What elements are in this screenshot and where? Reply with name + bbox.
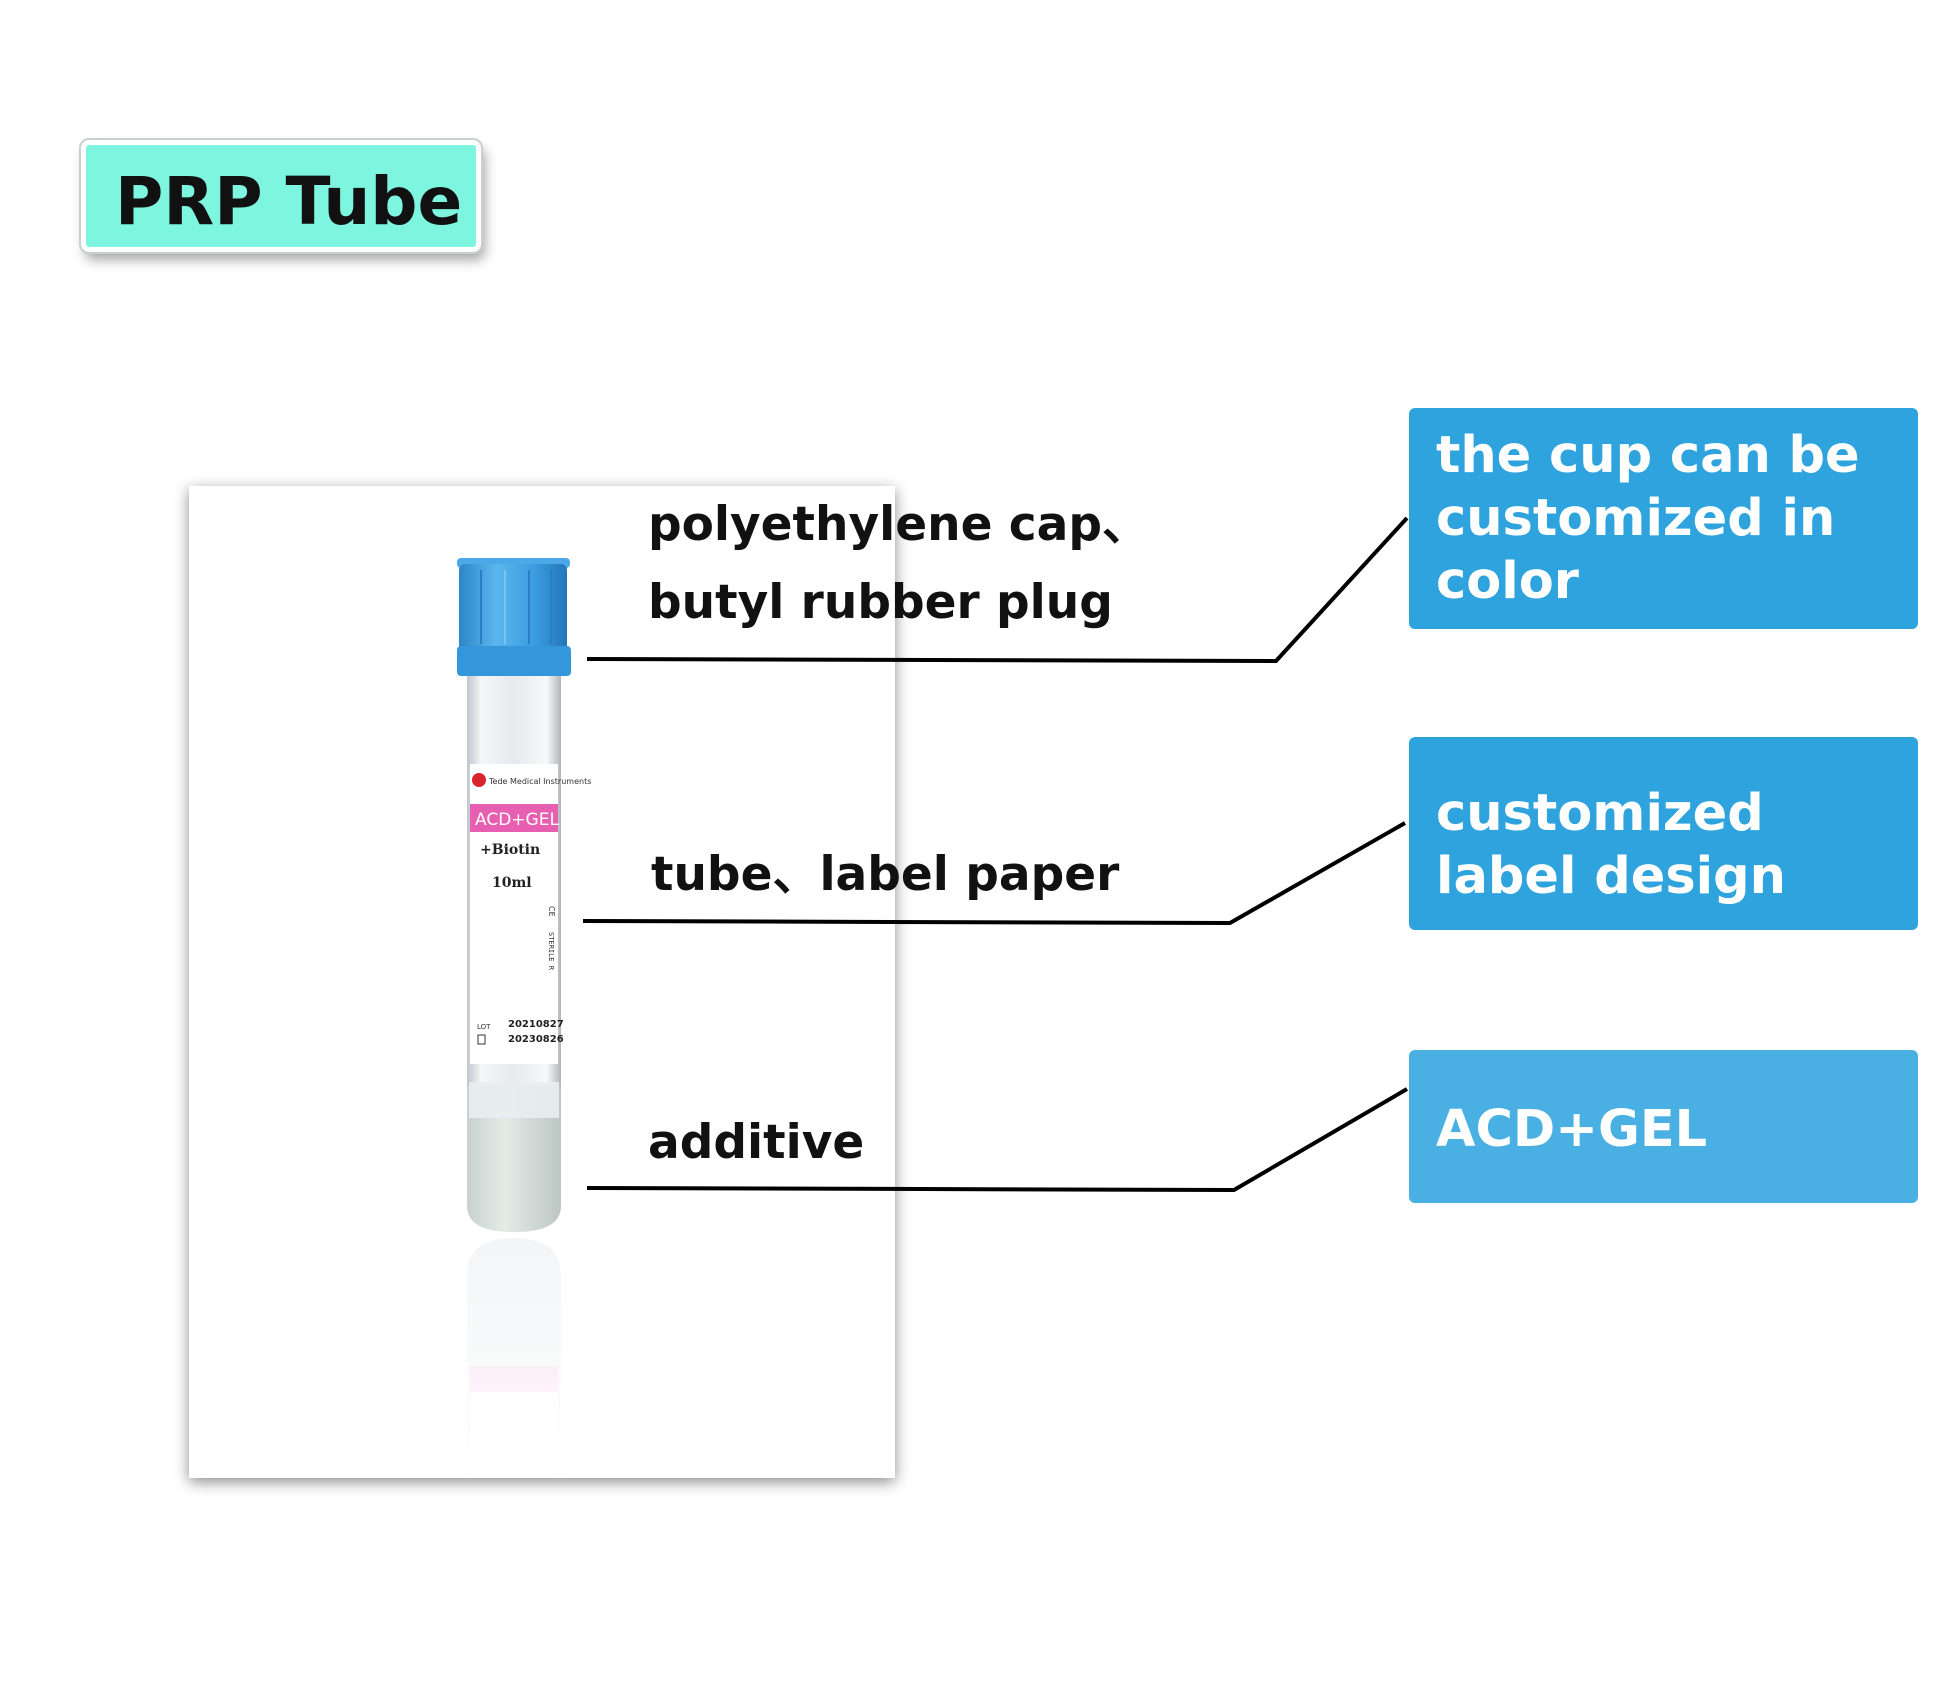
label-extra: +Biotin <box>480 842 540 858</box>
part-label-additive: additive <box>648 1115 865 1170</box>
tube-cap <box>457 558 571 676</box>
label-additive: ACD+GEL <box>475 810 559 830</box>
tube-reflection <box>189 1238 895 1478</box>
label-brand: Tede Medical Instruments <box>488 777 591 786</box>
part-label-tube: tube、label paper <box>651 847 1120 902</box>
page-title: PRP Tube <box>115 163 463 240</box>
leader-line-cap <box>586 516 1409 664</box>
part-label-cap-line1: polyethylene cap、 <box>648 497 1150 552</box>
title-badge: PRP Tube <box>81 140 481 252</box>
label-band <box>470 804 558 832</box>
callout-additive: ACD+GEL <box>1409 1050 1918 1203</box>
label-lot-symbol: LOT <box>477 1023 491 1031</box>
callout-label-design: customized label design <box>1409 737 1918 930</box>
label-expiry: 20230826 <box>508 1034 564 1045</box>
callout-cap-color: the cup can be customized in color <box>1409 408 1918 629</box>
leader-line-label <box>582 821 1406 926</box>
part-label-cap: polyethylene cap、 butyl rubber plug <box>648 486 1149 642</box>
label-ce: CE <box>547 906 556 917</box>
tube-label: Tede Medical Instruments ACD+GEL +Biotin… <box>470 764 591 1064</box>
leader-line-additive <box>586 1087 1409 1193</box>
brand-logo-icon <box>472 773 486 787</box>
prp-tube-illustration: Tede Medical Instruments ACD+GEL +Biotin… <box>189 558 895 1478</box>
part-label-cap-line2: butyl rubber plug <box>648 575 1113 630</box>
label-lot: 20210827 <box>508 1019 564 1030</box>
label-volume: 10ml <box>492 875 532 891</box>
product-photo: Tede Medical Instruments ACD+GEL +Biotin… <box>189 486 1149 1478</box>
label-sterile: STERILE R <box>547 932 555 971</box>
hourglass-icon <box>477 1034 486 1045</box>
